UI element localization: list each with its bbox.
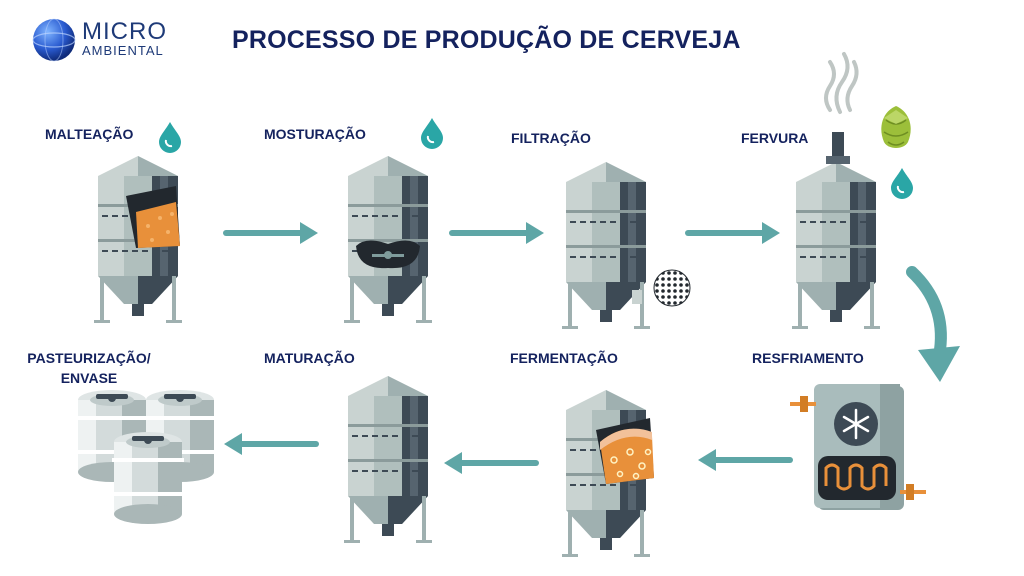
step-label-malteacao: MALTEAÇÃO <box>45 126 134 142</box>
maturacao-silo-icon <box>343 375 433 544</box>
water-drop-icon-mosturacao <box>420 117 444 150</box>
step-label-filtracao: FILTRAÇÃO <box>511 130 591 146</box>
malteacao-silo-icon <box>93 155 183 324</box>
cooler-icon <box>790 384 926 510</box>
filter-mesh-icon <box>653 269 691 307</box>
water-drop-icon-fervura <box>890 167 914 200</box>
globe-logo-icon <box>32 18 76 62</box>
arrow-mosturacao-to-filtracao <box>452 222 544 244</box>
page-title: PROCESSO DE PRODUÇÃO DE CERVEJA <box>232 26 741 54</box>
arrow-resfriamento-to-fermentacao <box>698 449 790 471</box>
filtracao-silo-icon <box>561 161 651 330</box>
logo-text-ambiental: AMBIENTAL <box>82 43 164 58</box>
fermentacao-silo-icon <box>561 389 654 558</box>
arrow-fervura-to-resfriamento <box>906 266 960 382</box>
step-label-pasteurizacao-line1: PASTEURIZAÇÃO/ <box>27 350 151 366</box>
step-label-fermentacao: FERMENTAÇÃO <box>510 350 618 366</box>
steam-icon <box>824 52 859 114</box>
step-label-pasteurizacao-line2: ENVASE <box>60 370 118 386</box>
arrow-malteacao-to-mosturacao <box>226 222 318 244</box>
keg-icon-front <box>112 432 184 524</box>
arrow-filtracao-to-fervura <box>688 222 780 244</box>
fervura-silo-icon <box>791 132 881 330</box>
step-label-mosturacao: MOSTURAÇÃO <box>264 126 366 142</box>
step-label-resfriamento: RESFRIAMENTO <box>752 350 864 366</box>
mosturacao-silo-icon <box>343 155 433 324</box>
hop-icon <box>881 106 911 148</box>
step-label-maturacao: MATURAÇÃO <box>264 350 355 366</box>
step-label-fervura: FERVURA <box>741 130 809 146</box>
water-drop-icon-malteacao <box>158 121 182 154</box>
arrow-fermentacao-to-maturacao <box>444 452 536 474</box>
logo-text-micro: MICRO <box>82 18 167 45</box>
arrow-maturacao-to-pasteurizacao <box>224 433 316 455</box>
